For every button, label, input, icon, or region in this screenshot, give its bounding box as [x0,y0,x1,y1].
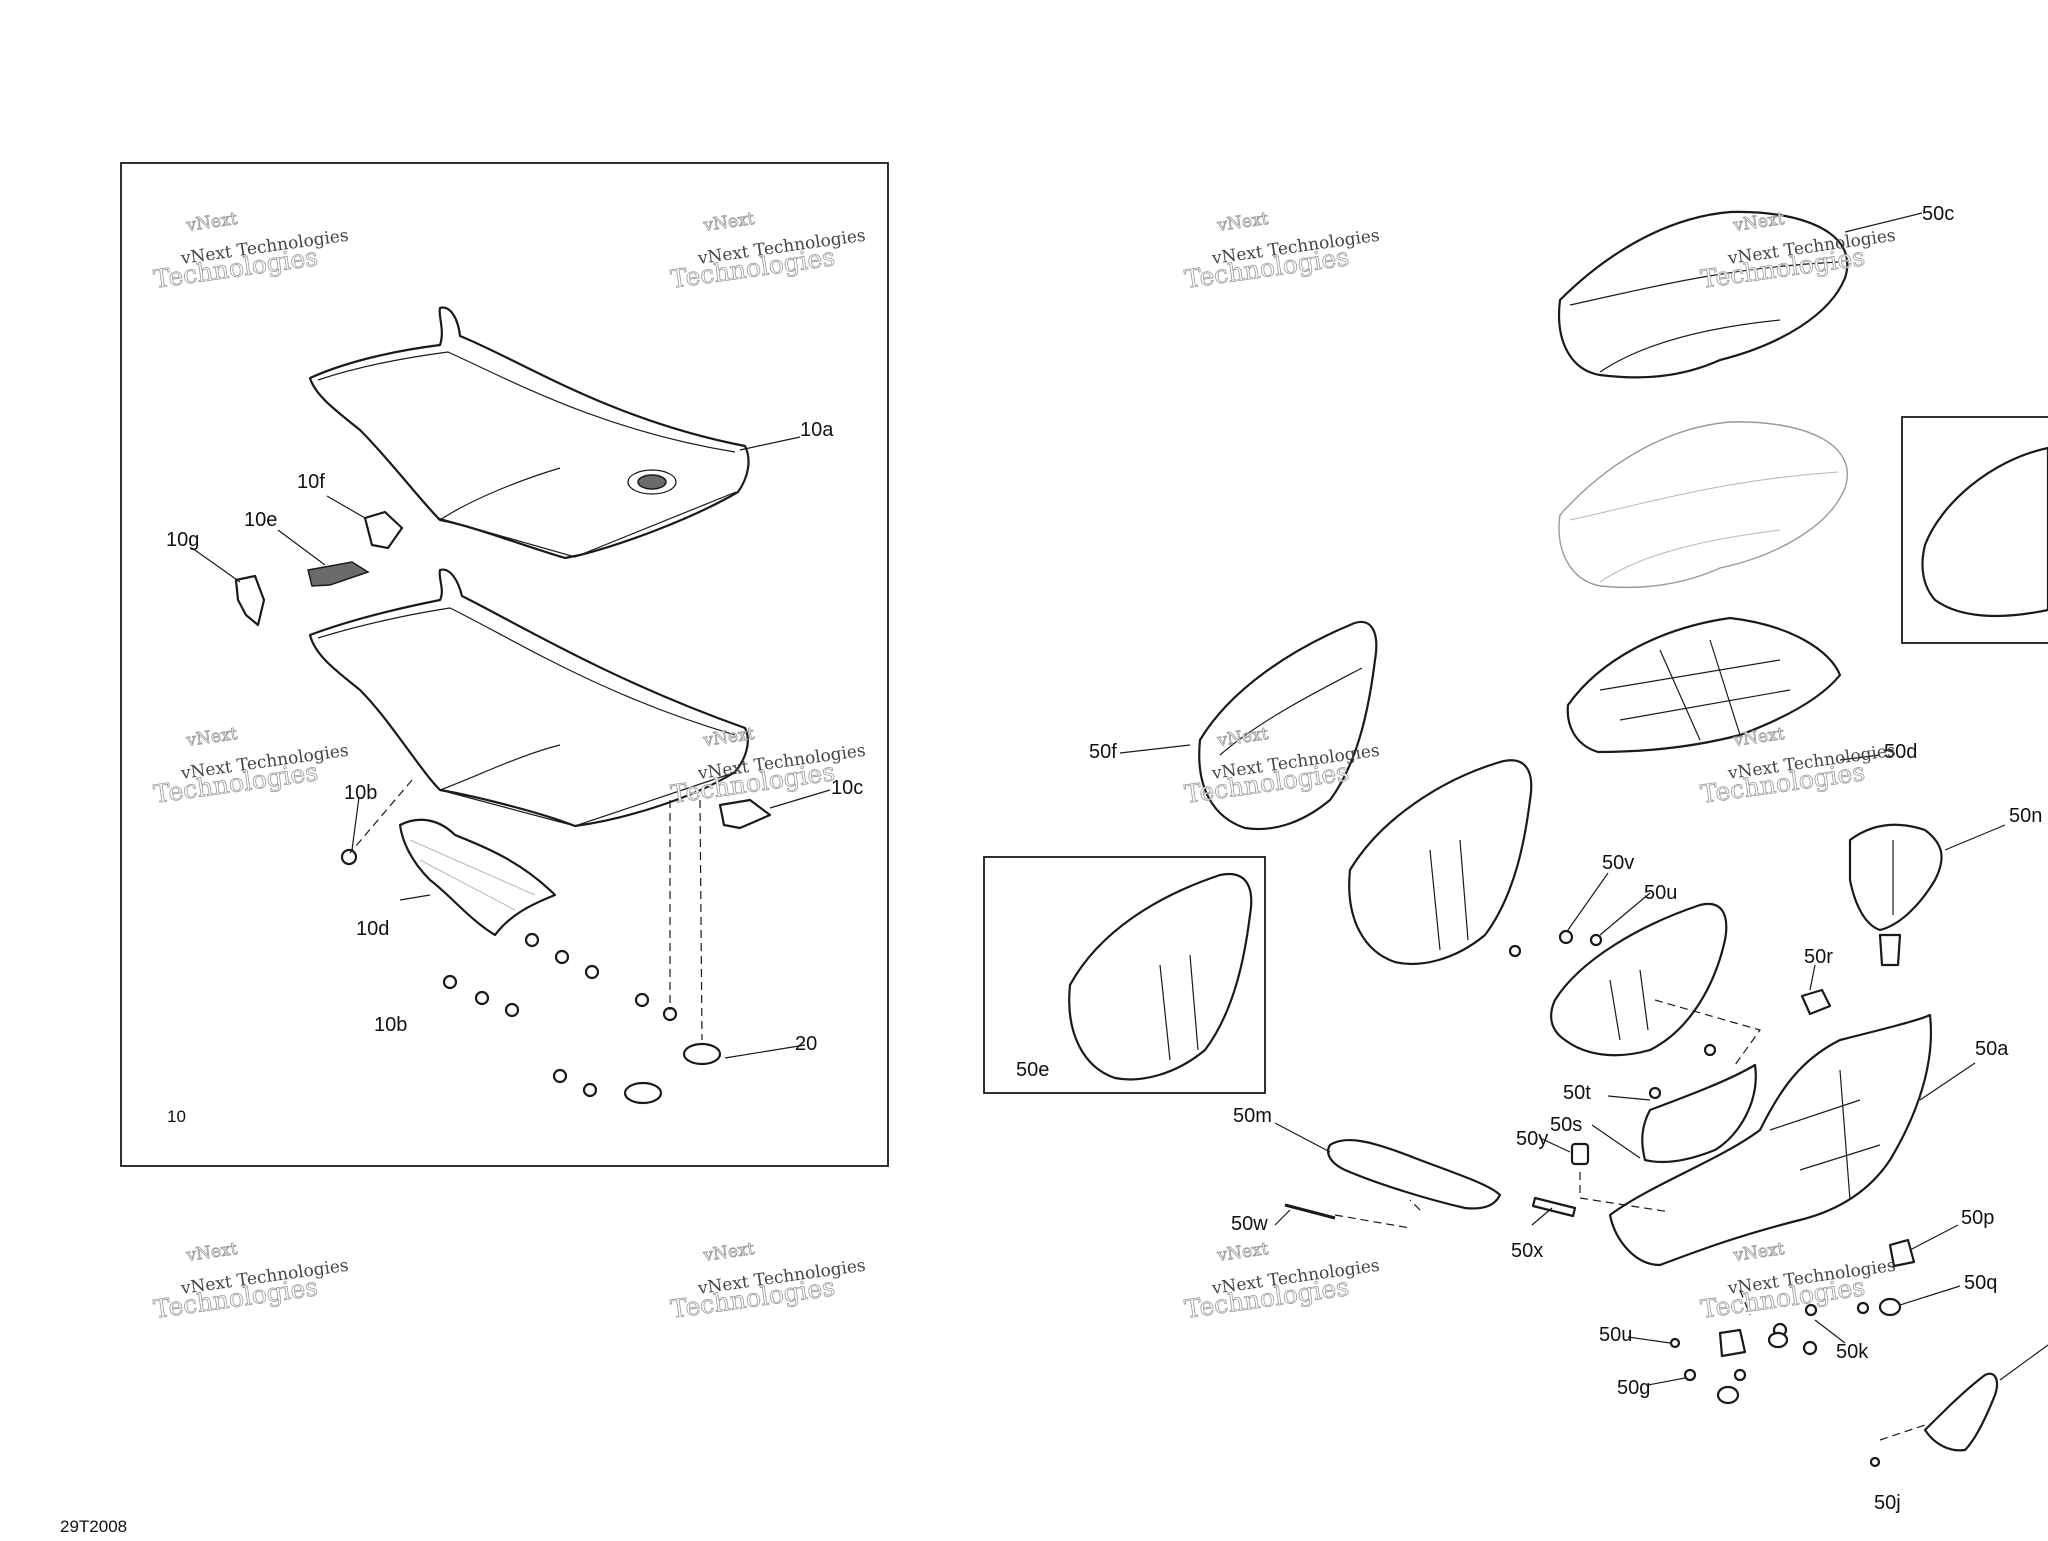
callout-50m: 50m [1233,1105,1272,1127]
watermark: vNext vNext Technologies Technologies [151,209,349,295]
callout-10d: 10d [356,918,389,940]
svg-text:vNext: vNext [1731,724,1785,751]
group-10-label: 10 [167,1107,186,1126]
clip-50r [1800,988,1832,1016]
svg-text:vNext: vNext [1731,1239,1785,1266]
callout-50x: 50x [1511,1240,1543,1262]
callout-50j: 50j [1874,1492,1901,1514]
seat-50c [1558,210,1849,379]
drawing-number: 29T2008 [60,1517,127,1536]
callout-50g: 50g [1617,1377,1650,1399]
watermark: vNext vNext Technologies Technologies [1182,209,1380,295]
callout-50f: 50f [1089,741,1117,763]
callout-20: 20 [795,1033,817,1055]
callout-10g: 10g [166,529,199,551]
seat-ghost [1558,421,1848,589]
svg-text:vNext: vNext [701,209,755,236]
screw-50t-a [1648,1086,1662,1100]
callout-50s: 50s [1550,1114,1582,1136]
callout-50y: 50y [1516,1128,1548,1150]
screw-50v-b [1508,944,1522,958]
callout-labels: 10a 10f 10e 10g 10b 10c 10d 10b 20 10 50… [166,203,2042,1514]
callout-50q: 50q [1964,1272,1997,1294]
backrest-50e [1068,872,1253,1081]
tube-50x [1531,1196,1577,1218]
callout-10c: 10c [831,777,863,799]
inset-frame-50e [983,856,1266,1094]
washer-50u-top [1589,933,1603,947]
panel-10d [398,818,557,937]
svg-text:vNext: vNext [184,724,238,751]
seat-cover-lower [308,568,749,828]
callout-10b-top: 10b [344,782,377,804]
clip-10g [234,574,266,627]
callout-50k: 50k [1836,1341,1869,1363]
cap-20-b [623,1081,663,1105]
watermark: vNext vNext Technologies Technologies [151,1239,349,1325]
callout-10f: 10f [297,471,325,493]
bushing-50y [1570,1142,1590,1166]
callout-50d: 50d [1884,741,1917,763]
callout-50u-top: 50u [1644,882,1677,904]
knob-10b [340,848,358,866]
callout-10a: 10a [800,419,834,441]
svg-text:vNext: vNext [1215,1239,1269,1266]
grab-handle-50m [1327,1138,1502,1210]
callout-50e: 50e [1016,1059,1049,1081]
back-plate-50u [1550,902,1728,1057]
callout-50r: 50r [1804,946,1833,968]
lever-50j [1923,1372,1999,1452]
fastener-cluster-10b [442,932,678,1098]
svg-text:vNext: vNext [1215,209,1269,236]
clip-10e [307,561,370,587]
seat-cover-10a [308,306,750,560]
svg-text:vNext: vNext [701,1239,755,1266]
callout-50n: 50n [2009,805,2042,827]
backrest-middle [1348,759,1533,965]
callout-50v: 50v [1602,852,1634,874]
seat-frame-50a [1608,1013,1933,1267]
callout-50t: 50t [1563,1082,1591,1104]
svg-text:vNext: vNext [184,1239,238,1266]
pin-50w [1284,1203,1336,1220]
watermark: vNext vNext Technologies Technologies [668,209,866,295]
watermark: vNext vNext Technologies Technologies [151,724,349,810]
callout-10b-bottom: 10b [374,1014,407,1036]
svg-text:vNext: vNext [184,209,238,236]
inset-frame-right [1901,416,2048,644]
seat-inset-partial [1921,446,2048,618]
cap-20-a [682,1042,722,1066]
group-10-frame [120,162,889,1167]
callout-10e: 10e [244,509,277,531]
bracket-10c [718,798,772,830]
screw-50t-b [1703,1043,1717,1057]
callout-50u-bottom: 50u [1599,1324,1632,1346]
plate-50s [1641,1063,1757,1164]
leader-lines [191,212,2048,1386]
callout-50a: 50a [1975,1038,2009,1060]
watermark: vNext vNext Technologies Technologies [668,1239,866,1325]
bottom-fasteners [1669,1238,1916,1405]
clip-10f [363,510,404,550]
callout-50w: 50w [1231,1213,1268,1235]
callout-50p: 50p [1961,1207,1994,1229]
screw-50v [1558,929,1574,945]
callout-50c: 50c [1922,203,1954,225]
backrest-50f [1198,620,1378,831]
handle-50n [1848,823,1943,967]
watermark: vNext vNext Technologies Technologies [1182,1239,1380,1325]
seat-base-shell [1566,616,1842,754]
